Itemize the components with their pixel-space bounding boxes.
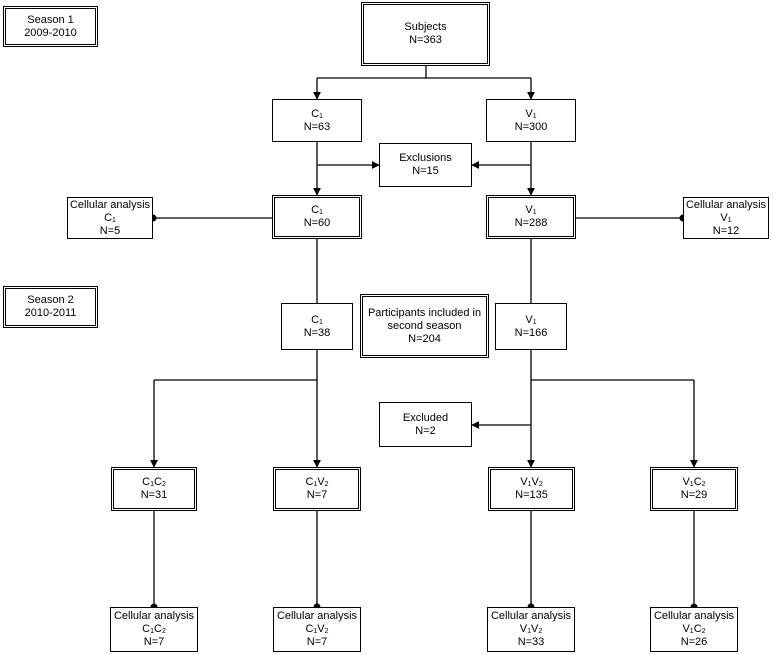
node-exclusions: Exclusions N=15 [379, 143, 472, 187]
node-v1v2: V1V2 N=135 [488, 467, 575, 511]
node-cell-v1: Cellular analysis V1 N=12 [683, 197, 769, 239]
node-c1-s2: C1 N=38 [281, 303, 353, 350]
season1-label: Season 1 2009-2010 [3, 6, 98, 47]
node-cell-c1c2: Cellular analysis C1C2 N=7 [110, 607, 198, 652]
node-c1c2: C1C2 N=31 [111, 467, 197, 511]
node-participants: Participants included in second season N… [360, 294, 489, 358]
node-c1-kept: C1 N=60 [272, 195, 362, 239]
node-cell-c1v2: Cellular analysis C1V2 N=7 [273, 607, 361, 652]
node-cell-c1: Cellular analysis C1 N=5 [67, 197, 153, 239]
node-subjects: Subjects N=363 [361, 2, 490, 66]
node-cell-v1c2: Cellular analysis V1C2 N=26 [650, 607, 738, 652]
node-v1-s2: V1 N=166 [495, 303, 567, 350]
node-c1-initial: C1 N=63 [272, 99, 362, 142]
node-v1-kept: V1 N=288 [486, 195, 576, 239]
node-c1v2: C1V2 N=7 [273, 467, 361, 511]
season2-label: Season 2 2010-2011 [3, 286, 98, 328]
node-v1c2: V1C2 N=29 [650, 467, 738, 511]
node-cell-v1v2: Cellular analysis V1V2 N=33 [487, 607, 575, 652]
node-excluded: Excluded N=2 [379, 402, 472, 447]
node-v1-initial: V1 N=300 [486, 99, 576, 142]
